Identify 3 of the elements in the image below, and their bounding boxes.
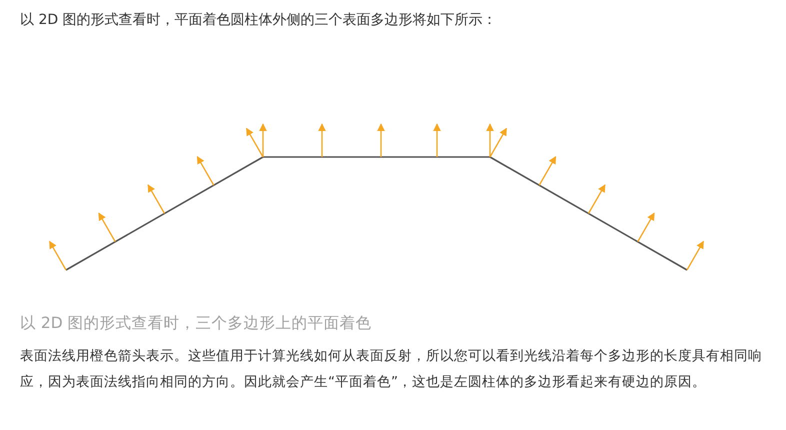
intro-text: 以 2D 图的形式查看时，平面着色圆柱体外侧的三个表面多边形将如下所示： (20, 11, 497, 30)
body-paragraph: 表面法线用橙色箭头表示。这些值用于计算光线如何从表面反射，所以您可以看到光线沿着每个多边形的长度具有相同响应，因为表面法线指向相同的方向。因此就会产生“平面着色”，这也是左圆柱体的多边形看起来有硬边的原因。 (20, 347, 763, 392)
figure-caption: 以 2D 图的形式查看时，三个多边形上的平面着色 (20, 313, 372, 334)
